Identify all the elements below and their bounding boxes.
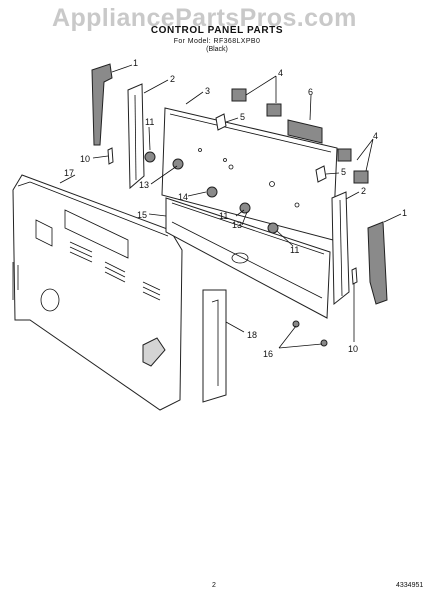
callout-2b: 2 bbox=[361, 186, 366, 196]
callout-13b: 13 bbox=[232, 220, 242, 230]
callout-11: 11 bbox=[145, 117, 154, 127]
callout-5b: 5 bbox=[341, 167, 346, 177]
end-cap-right-part-1[interactable] bbox=[367, 221, 388, 305]
insulation-part-18[interactable] bbox=[202, 289, 227, 403]
callout-11b: 11 bbox=[219, 211, 228, 221]
callout-4: 4 bbox=[278, 68, 283, 78]
callout-6: 6 bbox=[308, 87, 313, 97]
screw-part-16[interactable] bbox=[292, 320, 328, 347]
knob-part-11 bbox=[267, 222, 279, 234]
callout-14: 14 bbox=[178, 192, 188, 202]
clip-part-5[interactable] bbox=[215, 113, 327, 183]
page-number: 2 bbox=[212, 582, 216, 589]
callout-11c: 11 bbox=[290, 245, 299, 255]
callout-13: 13 bbox=[139, 180, 149, 190]
model-number: For Model: RF368LXPB0 bbox=[173, 38, 261, 45]
callout-16: 16 bbox=[263, 349, 273, 359]
mounting-bracket-right-part-2[interactable] bbox=[331, 191, 350, 306]
callout-4b: 4 bbox=[373, 131, 378, 141]
selector-switch-part-6[interactable] bbox=[287, 119, 323, 144]
spring-clip-part-10[interactable] bbox=[107, 147, 358, 285]
control-panel-part-3[interactable] bbox=[144, 107, 338, 241]
callout-15: 15 bbox=[137, 210, 147, 220]
model-variant: (Black) bbox=[206, 46, 228, 53]
knob-part-13 bbox=[172, 158, 184, 170]
callout-2: 2 bbox=[170, 74, 175, 84]
diagram-title: CONTROL PANEL PARTS bbox=[150, 25, 284, 36]
callout-10b: 10 bbox=[348, 344, 358, 354]
end-cap-left-part-1[interactable] bbox=[91, 63, 113, 146]
mounting-bracket-left-part-2[interactable] bbox=[127, 83, 145, 190]
callout-1: 1 bbox=[133, 58, 138, 68]
document-number: 4334951 bbox=[396, 582, 424, 589]
callout-10: 10 bbox=[80, 154, 90, 164]
callout-3: 3 bbox=[205, 86, 210, 96]
callout-18: 18 bbox=[247, 330, 257, 340]
trim-strip-part-15[interactable] bbox=[165, 197, 331, 319]
back-panel-part-17[interactable] bbox=[12, 174, 183, 411]
knob-part-13 bbox=[144, 151, 156, 163]
knob-part-14 bbox=[206, 186, 218, 198]
callout-17: 17 bbox=[64, 168, 74, 178]
callout-5: 5 bbox=[240, 112, 245, 122]
knob-part-11 bbox=[239, 202, 251, 214]
site-watermark: AppliancePartsPros.com bbox=[52, 4, 357, 32]
callout-1b: 1 bbox=[402, 208, 407, 218]
